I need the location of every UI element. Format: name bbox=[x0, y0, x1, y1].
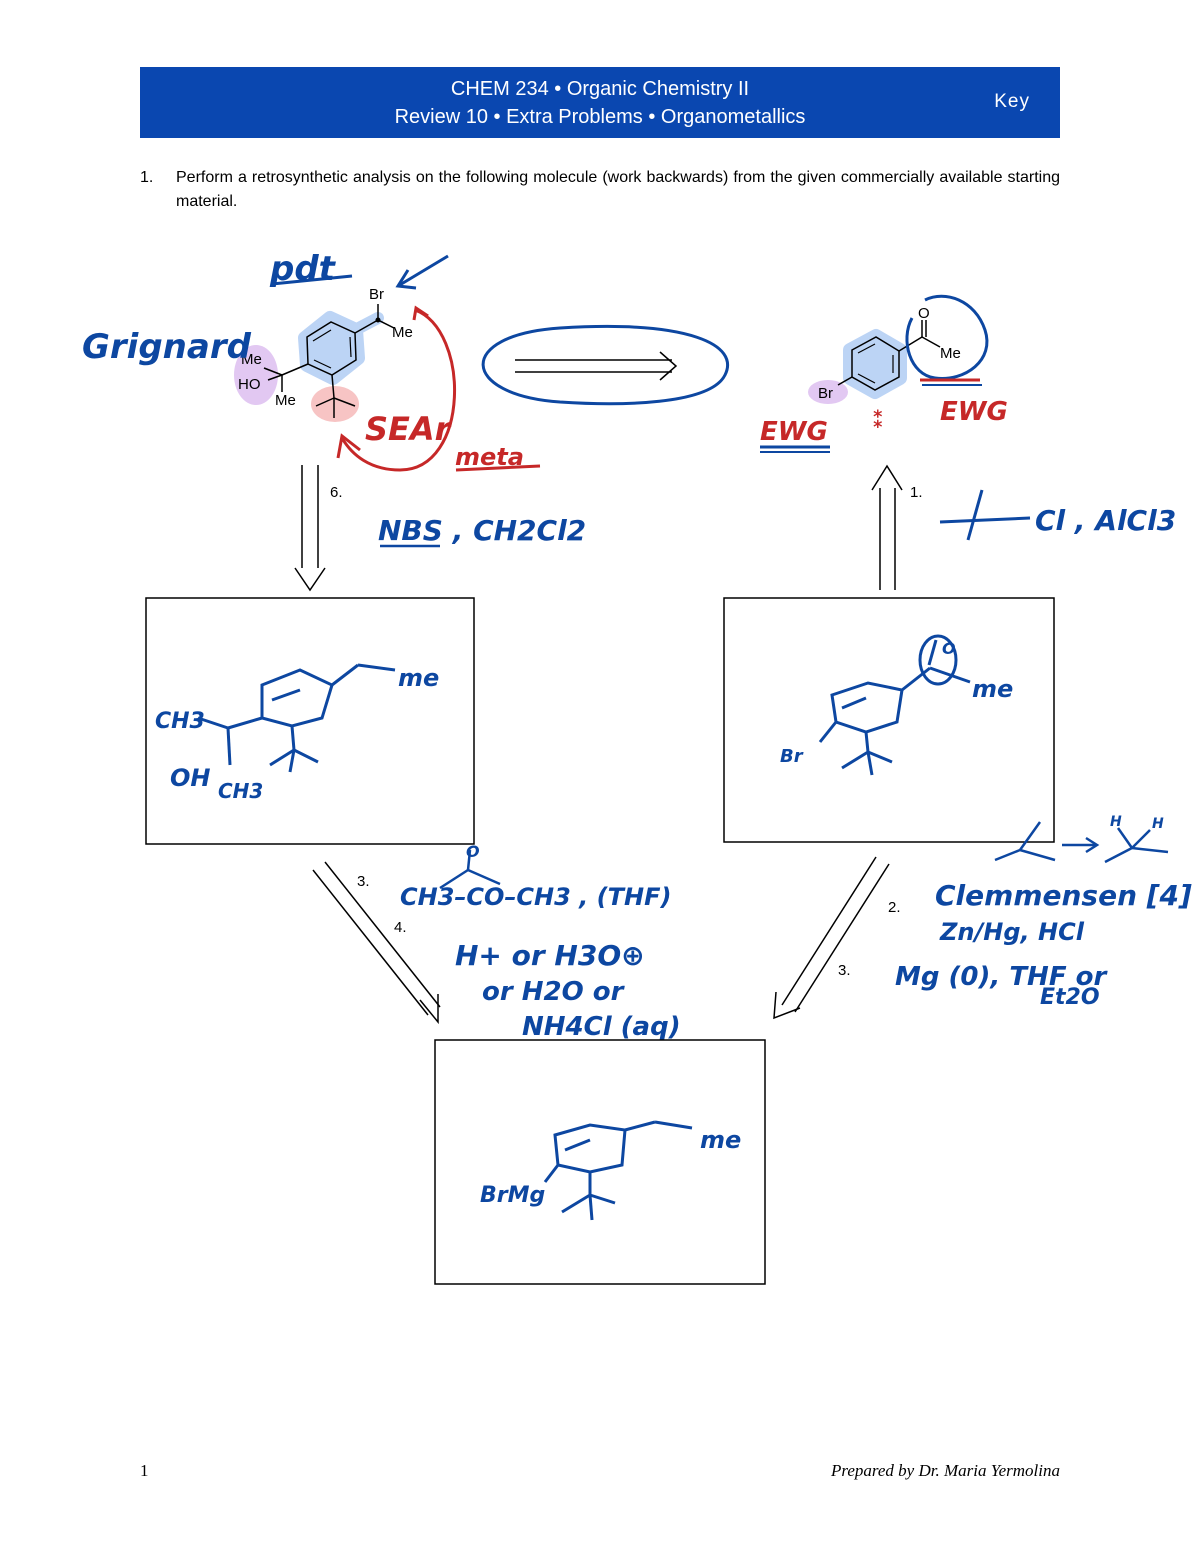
tbutyl-highlight bbox=[311, 386, 359, 422]
box2-label-o: O bbox=[942, 639, 956, 658]
reagent-step-2-line1: Clemmensen [4] bbox=[935, 879, 1192, 912]
carbinol-highlight bbox=[234, 345, 278, 405]
key-label: Key bbox=[994, 91, 1030, 112]
question-number: 1. bbox=[140, 169, 154, 186]
product-structure: Br Me Me HO Me bbox=[234, 286, 413, 422]
svg-text:H: H bbox=[1152, 816, 1164, 832]
atom-me-bottom: Me bbox=[275, 392, 296, 409]
annotation-ewg-right: EWG bbox=[940, 397, 1008, 427]
arrow-step-6 bbox=[294, 465, 326, 592]
reagent-step-1: Cl , AlCl3 bbox=[1035, 504, 1176, 537]
acetone-o: O bbox=[466, 842, 480, 861]
question-1: 1. Perform a retrosynthetic analysis on … bbox=[140, 166, 1060, 214]
red-curved-arrow bbox=[340, 308, 457, 472]
course-title: CHEM 234 • Organic Chemistry II bbox=[450, 78, 750, 100]
reagent-step-4-line2: or H2O or bbox=[482, 977, 626, 1007]
reagent-step-6: NBS , CH2Cl2 bbox=[378, 514, 586, 547]
box2-label-me: me bbox=[972, 675, 1013, 703]
label-step-6: 6. bbox=[330, 484, 343, 501]
box1-sketch bbox=[197, 663, 396, 773]
reagent-step-4-line1: H+ or H3O⊕ bbox=[455, 939, 645, 972]
reagent-step-3b-line2: Et2O bbox=[1040, 985, 1100, 1010]
footer-credit: Prepared by Dr. Maria Yermolina bbox=[830, 1461, 1060, 1480]
svg-text:⁑: ⁑ bbox=[872, 409, 884, 434]
question-text: Perform a retrosynthetic analysis on the… bbox=[176, 169, 1060, 210]
box1-label-ch3-top: CH3 bbox=[155, 709, 205, 734]
acetone-sketch bbox=[439, 849, 501, 890]
atom-me-left: Me bbox=[241, 351, 262, 368]
atom-ho: HO bbox=[238, 376, 261, 393]
box1-label-ch3-bottom: CH3 bbox=[218, 779, 263, 803]
intermediate-box-1 bbox=[145, 597, 475, 845]
label-step-3a: 3. bbox=[357, 873, 370, 890]
retro-arrow bbox=[481, 324, 729, 406]
reagent-step-2-line2: Zn/Hg, HCl bbox=[939, 918, 1085, 946]
label-step-1: 1. bbox=[910, 484, 923, 501]
box3-label-brmg: BrMg bbox=[480, 1183, 545, 1208]
page-number: 1 bbox=[140, 1461, 149, 1480]
label-step-2: 2. bbox=[888, 899, 901, 916]
box2-label-br: Br bbox=[780, 746, 804, 767]
box3-sketch bbox=[543, 1120, 693, 1221]
meta-underline bbox=[455, 464, 541, 472]
sm-atom-o: O bbox=[918, 305, 930, 322]
label-step-3b: 3. bbox=[838, 962, 851, 979]
label-step-4: 4. bbox=[394, 919, 407, 936]
ketone-to-methylene-sketch bbox=[994, 821, 1169, 864]
annotation-ewg-left: EWG bbox=[760, 417, 828, 447]
box1-label-me: me bbox=[398, 664, 439, 692]
box3-label-me: me bbox=[700, 1126, 741, 1154]
reagent-step-3: CH3–CO–CH3 , (THF) bbox=[400, 883, 671, 911]
review-title: Review 10 • Extra Problems • Organometal… bbox=[394, 106, 806, 128]
intermediate-box-2 bbox=[723, 597, 1055, 843]
sm-br-highlight bbox=[808, 380, 848, 404]
box1-label-oh: OH bbox=[170, 764, 211, 792]
arrow-steps-2-3 bbox=[773, 856, 890, 1020]
starting-material: O Me Br bbox=[808, 294, 989, 404]
reagent-step-3b-line1: Mg (0), THF or bbox=[895, 962, 1108, 992]
atom-br: Br bbox=[369, 286, 384, 303]
arrow-step-1 bbox=[871, 464, 903, 590]
sm-atom-br: Br bbox=[818, 385, 833, 402]
box2-sketch bbox=[818, 634, 971, 776]
sm-atom-me: Me bbox=[940, 345, 961, 362]
svg-text:H: H bbox=[1110, 814, 1122, 830]
pdt-underline bbox=[271, 274, 353, 286]
annotation-grignard: Grignard bbox=[82, 327, 252, 367]
arrow-steps-3-4 bbox=[312, 861, 441, 1025]
annotation-sear: SEAr bbox=[365, 410, 453, 448]
reagent-step-4-line3: NH4Cl (aq) bbox=[522, 1012, 681, 1042]
arrow-to-br bbox=[395, 254, 449, 290]
tbutyl-chloride-sketch bbox=[939, 489, 1031, 541]
header-banner: CHEM 234 • Organic Chemistry II Review 1… bbox=[140, 67, 1060, 138]
chain-highlight bbox=[349, 312, 384, 336]
atom-me-top: Me bbox=[392, 324, 413, 341]
intermediate-box-3 bbox=[434, 1039, 766, 1285]
